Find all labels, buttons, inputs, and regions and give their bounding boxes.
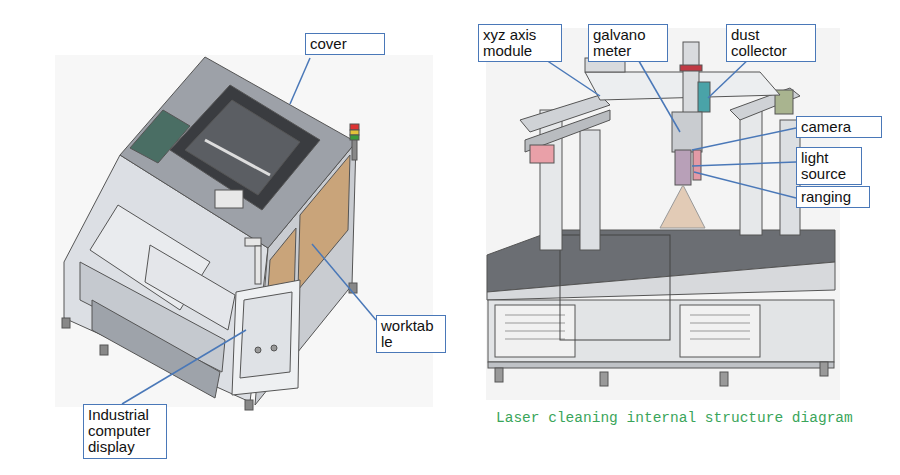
label-text: worktab le [381,318,441,350]
label-text: ranging [801,189,865,205]
right-image-ground [486,28,840,400]
caption: Laser cleaning internal structure diagra… [496,410,853,426]
left-image-ground [55,55,433,407]
label-box: dust collector [726,24,816,62]
label-box: cover [305,33,385,55]
label-box: ranging [796,186,870,208]
label-text: cover [310,36,380,52]
label-text: dust collector [731,27,811,59]
label-box: light source [796,147,862,185]
label-box: worktab le [376,315,446,353]
label-text: xyz axis module [483,27,557,59]
label-box: galvano meter [588,24,668,62]
label-box: xyz axis module [478,24,562,62]
label-text: light source [801,150,857,182]
cabinet-drawing [62,57,359,410]
internal-structure-drawing [487,42,835,386]
label-text: Industrial computer display [88,407,162,456]
label-box: camera [796,116,882,138]
leader-lines [122,56,796,404]
label-text: galvano meter [593,27,663,59]
label-box: Industrial computer display [83,404,167,459]
label-text: camera [801,119,877,135]
